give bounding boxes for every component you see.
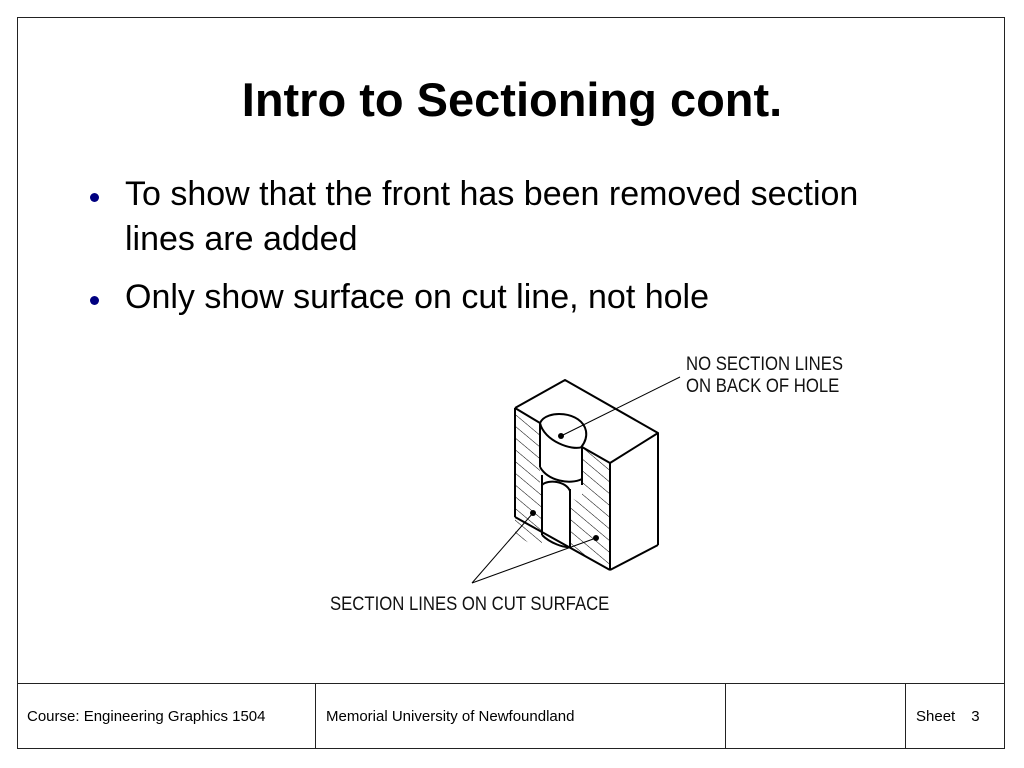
bullet-item: Only show surface on cut line, not hole — [86, 275, 906, 320]
footer-university-text: Memorial University of Newfoundland — [326, 708, 575, 725]
cut-surface-right — [570, 447, 610, 570]
cut-surface-left — [515, 408, 540, 485]
footer-blank-cell — [726, 684, 906, 749]
bullet-text: Only show surface on cut line, not hole — [125, 278, 709, 316]
footer-sheet: Sheet 3 — [906, 684, 1005, 749]
footer-university: Memorial University of Newfoundland — [316, 684, 726, 749]
top-face-edge — [514, 379, 659, 464]
footer-bar: Course: Engineering Graphics 1504 Memori… — [17, 683, 1005, 749]
footer-sheet-label: Sheet — [916, 708, 956, 725]
leader-cut-left — [471, 512, 534, 584]
label-line: NO SECTION LINES — [686, 354, 844, 375]
cut-surface-left-lower — [515, 470, 542, 550]
bullet-text: To show that the front has been removed … — [125, 175, 859, 258]
sectioned-block-drawing — [471, 376, 681, 584]
slide-frame — [17, 17, 1005, 749]
bullet-dot-icon — [90, 193, 99, 202]
label-section-lines-cut: SECTION LINES ON CUT SURFACE — [330, 594, 610, 615]
footer-course: Course: Engineering Graphics 1504 — [17, 684, 316, 749]
footer-sheet-number: 3 — [971, 708, 980, 725]
leader-back-hole — [560, 376, 681, 437]
label-line: ON BACK OF HOLE — [686, 376, 840, 397]
bullet-dot-icon — [90, 296, 99, 305]
slide-title: Intro to Sectioning cont. — [241, 73, 783, 126]
bullet-item: To show that the front has been removed … — [86, 172, 906, 262]
bullet-list: To show that the front has been removed … — [86, 172, 906, 333]
leader-cut-right — [471, 537, 597, 584]
footer-course-text: Course: Engineering Graphics 1504 — [27, 708, 266, 725]
counterbore-arc — [539, 412, 588, 449]
section-view-figure: NO SECTION LINES ON BACK OF HOLE SECTION… — [320, 345, 880, 625]
label-no-section-lines: NO SECTION LINES ON BACK OF HOLE — [686, 354, 843, 398]
